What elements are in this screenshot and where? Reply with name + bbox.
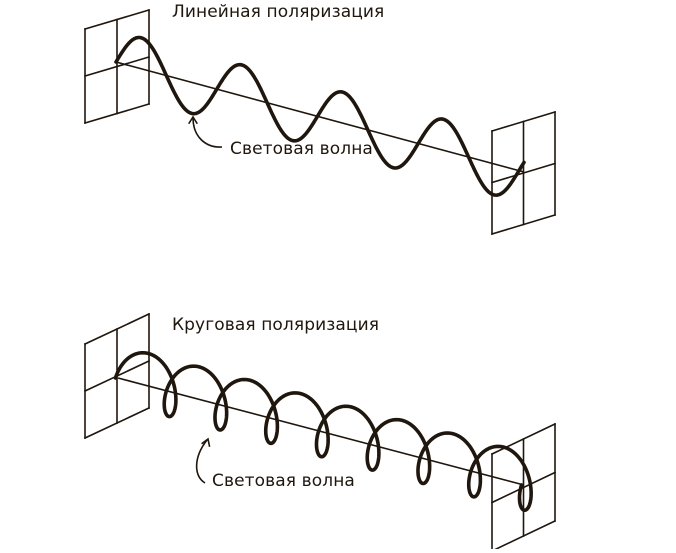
circular-light-wave <box>113 350 533 513</box>
panel-grid-line <box>84 103 150 124</box>
panel-grid-line <box>491 214 556 235</box>
panel-grid-line <box>491 111 556 132</box>
arrow-head <box>188 115 198 125</box>
right-polarizer-panel <box>491 111 556 235</box>
linear-light-wave <box>114 35 526 197</box>
propagation-axis-circular <box>117 377 525 486</box>
panel-grid-line <box>490 422 557 456</box>
panel-grid-line <box>491 162 556 184</box>
arrow-shaft <box>195 439 208 484</box>
panel-grid-line <box>490 519 557 553</box>
circular-polarization-title: Круговая поляризация <box>172 315 380 335</box>
linear-polarization-panel <box>84 9 556 235</box>
arrow-shaft <box>192 117 223 148</box>
circular-polarization-panel <box>83 312 557 553</box>
arrow-head <box>201 437 211 447</box>
panel-grid-line <box>84 9 150 30</box>
right-polarizer-panel-circular <box>490 422 557 553</box>
circular-light-wave-label: Световая волна <box>212 471 355 491</box>
panel-grid-line <box>84 56 150 77</box>
left-polarizer-panel <box>84 9 150 124</box>
linear-wave-pointer-arrow <box>188 115 223 148</box>
circular-wave-pointer-arrow <box>195 437 211 484</box>
linear-light-wave-label: Световая волна <box>230 139 373 159</box>
panel-grid-line <box>490 471 557 504</box>
panel-grid-line <box>83 406 151 440</box>
panel-grid-line <box>83 312 151 346</box>
linear-polarization-title: Линейная поляризация <box>172 2 385 22</box>
propagation-axis <box>115 61 525 173</box>
